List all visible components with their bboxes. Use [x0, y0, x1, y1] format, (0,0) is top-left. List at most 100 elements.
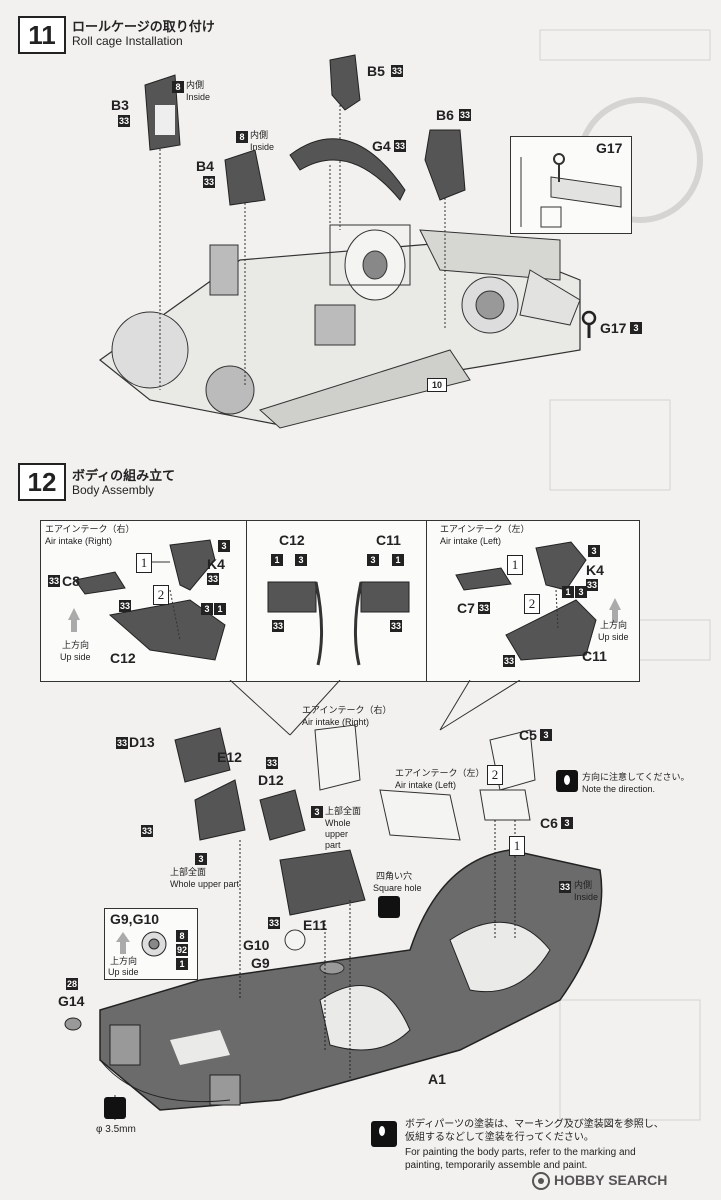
label-b6: B6 [436, 107, 454, 123]
painting-note-jp-1: ボディパーツの塗装は、マーキング及び塗装図を参照し、 [405, 1119, 664, 1130]
panel-mid-drawing [267, 581, 410, 666]
panel-right-n3: 3 [201, 603, 213, 615]
paint-b6: 33 [459, 109, 471, 121]
label-b5: B5 [367, 63, 385, 79]
square-hole-en: Square hole [373, 883, 422, 893]
g9-g10-up-en: Up side [108, 967, 139, 977]
paint-e12: 33 [141, 825, 153, 837]
g9-g10-up-arrow [116, 932, 130, 954]
paint-g4: 33 [394, 140, 406, 152]
panel-right-k4: K4 [207, 556, 225, 572]
label-b4-inside-en: Inside [250, 142, 275, 152]
paint-c5: 3 [540, 729, 552, 741]
label-b4-inside-jp: 内側 [250, 130, 269, 140]
inside-jp: 内側 [574, 880, 593, 890]
panel-left-up-jp: 上方向 [600, 620, 628, 630]
panel-right-order-2: 2 [153, 585, 169, 605]
g9-g10-part-icon [141, 931, 167, 957]
air-r-en: Air intake (Right) [302, 717, 370, 727]
panel-mid-c12: C12 [279, 532, 305, 548]
paint-e11: 33 [268, 917, 280, 929]
panel-right-drawing [68, 539, 226, 661]
panel-right-order-1: 1 [136, 553, 152, 573]
label-g4: G4 [372, 138, 391, 154]
main-order-1: 1 [509, 836, 525, 856]
panel-right-up-jp: 上方向 [62, 640, 90, 650]
panel-right-c12: C12 [110, 650, 136, 666]
panel-right-title-en: Air intake (Right) [45, 536, 113, 546]
e12-whole-jp: 上部全面 [170, 867, 207, 877]
panel-left-c11-n: 33 [503, 655, 515, 667]
step-11-number: 11 [18, 16, 66, 54]
paint-d12: 33 [266, 757, 278, 769]
air-l-jp: エアインテーク（左） [395, 768, 485, 778]
g17-inset [510, 136, 632, 234]
square-hole-jp: 四角い穴 [376, 871, 413, 881]
label-d12: D12 [258, 772, 284, 788]
label-e12: E12 [217, 749, 242, 765]
panel-left-order-2: 2 [524, 594, 540, 614]
panel-right-k4-n2: 33 [207, 573, 219, 585]
step-11-title-jp: ロールケージの取り付け [72, 20, 215, 35]
panel-left-order-1: 1 [507, 555, 523, 575]
panel-left-k4: K4 [586, 562, 604, 578]
step-12-title-en: Body Assembly [72, 483, 155, 497]
step-11-illustration [99, 54, 581, 429]
g9-g10-n3: 1 [176, 958, 188, 970]
watermark-logo-icon [532, 1172, 550, 1190]
paint-b4: 33 [203, 176, 215, 188]
panel-left-n3: 3 [575, 586, 587, 598]
label-g9: G9 [251, 955, 270, 971]
panel-left-k4-n1: 3 [588, 545, 600, 557]
panel-left-n1: 1 [562, 586, 574, 598]
panel-left-up-en: Up side [598, 632, 629, 642]
square-hole-icon [378, 896, 400, 918]
label-g9-g10: G9,G10 [110, 911, 160, 927]
panel-mid-c12-n3: 33 [272, 620, 284, 632]
panel-mid-c11-n1: 3 [367, 554, 379, 566]
paint-e12-whole: 3 [195, 853, 207, 865]
panel-right-up-en: Up side [60, 652, 91, 662]
panel-right-n1: 1 [214, 603, 226, 615]
step-12-number: 12 [18, 463, 66, 501]
panel-left-drawing [455, 541, 621, 661]
callout-lines [229, 680, 521, 736]
e12-whole-en: Whole upper part [170, 879, 240, 889]
label-g17-part: G17 [600, 320, 627, 336]
g17-inset-drawing [520, 153, 622, 228]
painting-note-en-2: painting, temporarily assemble and paint… [405, 1160, 588, 1171]
panel-left-c11: C11 [582, 648, 607, 664]
label-c6: C6 [540, 815, 558, 831]
step-11-title-en: Roll cage Installation [72, 34, 183, 48]
e11-whole-en: Whole upper part [325, 818, 351, 850]
label-g17: G17 [596, 140, 623, 156]
inside-en: Inside [574, 892, 599, 902]
panel-right-c12-n: 33 [119, 600, 131, 612]
step-12-title-jp: ボディの組み立て [72, 469, 176, 484]
watermark: HOBBY SEARCH [554, 1172, 668, 1188]
body-assembly-illustration [99, 724, 603, 1120]
painting-note-jp-2: 仮組するなどして塗装を行ってください。 [405, 1132, 594, 1143]
g17-part-icon [581, 310, 597, 338]
panel-right-title-jp: エアインテーク（右） [45, 524, 135, 534]
label-c5: C5 [519, 727, 537, 743]
g9-g10-up-jp: 上方向 [110, 956, 138, 966]
label-d13: D13 [129, 734, 155, 750]
g9-g10-n2: 92 [176, 944, 188, 956]
paint-c6: 3 [561, 817, 573, 829]
drill-size: φ 3.5mm [96, 1124, 136, 1135]
label-b3-inside-en: Inside [186, 92, 211, 102]
label-b3-inside-jp: 内側 [186, 80, 205, 90]
painting-note-icon [371, 1121, 397, 1147]
e11-whole-jp: 上部全面 [325, 806, 362, 816]
label-a1: A1 [428, 1071, 446, 1087]
panel-mid-c12-n1: 1 [271, 554, 283, 566]
panel-left-k4-n2: 33 [586, 579, 598, 591]
label-e11: E11 [303, 917, 328, 933]
ref-step-10: 10 [427, 378, 447, 392]
paint-b3: 33 [118, 115, 130, 127]
direction-note-icon [556, 770, 578, 792]
panel-right-c8-n: 33 [48, 575, 60, 587]
panel-left-c7-n: 33 [478, 602, 490, 614]
paint-b5: 33 [391, 65, 403, 77]
